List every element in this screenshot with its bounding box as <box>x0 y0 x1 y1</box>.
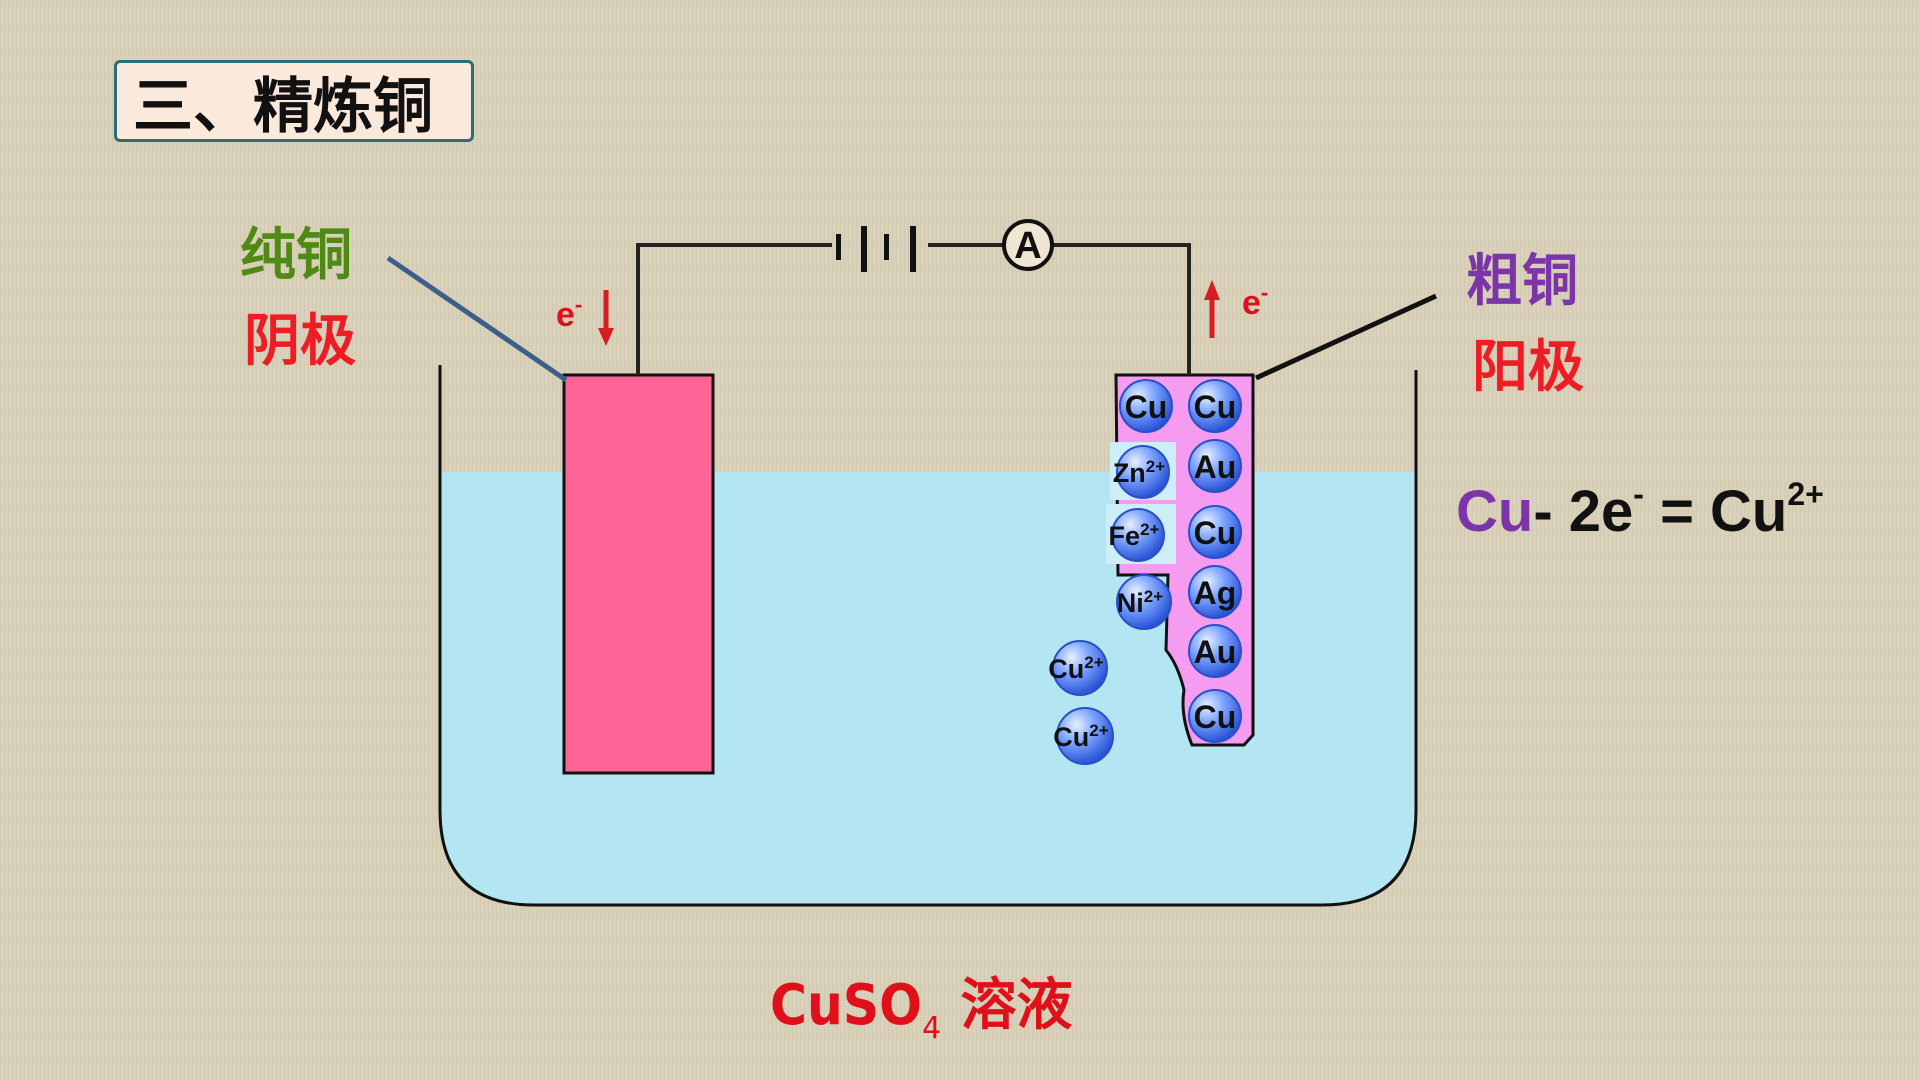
solution-formula-subscript: 4 <box>921 1011 942 1046</box>
svg-text:Zn2+: Zn2+ <box>1113 457 1165 488</box>
ion-sphere: Zn2+ <box>1110 442 1176 500</box>
ammeter-symbol: A <box>1014 225 1041 267</box>
equation-loss-charge: - <box>1633 476 1644 512</box>
atom-sphere: Au <box>1188 624 1242 678</box>
atom-sphere: Au <box>1188 439 1242 493</box>
solution-name: 溶液 <box>960 973 1073 1038</box>
anode-material-label: 粗铜 <box>1466 249 1578 314</box>
svg-text:Cu: Cu <box>1194 699 1237 735</box>
anode-leader-line <box>1254 293 1438 381</box>
ion-sphere: Cu2+ <box>1053 707 1114 765</box>
equation-reactant: Cu <box>1456 479 1534 544</box>
solution-formula: CuSO <box>770 973 922 1038</box>
cathode-electrode <box>562 373 715 775</box>
svg-text:Cu: Cu <box>1194 515 1237 551</box>
svg-text:Fe2+: Fe2+ <box>1109 520 1160 551</box>
anode-half-equation: Cu- 2e- = Cu2+ <box>1456 476 1824 545</box>
svg-text:Au: Au <box>1194 634 1237 670</box>
ion-sphere: Cu2+ <box>1048 640 1108 696</box>
cathode-material-label: 纯铜 <box>240 223 352 288</box>
atom-sphere: Cu <box>1188 505 1242 559</box>
electron-arrow-down-icon <box>598 290 614 346</box>
equation-loss: - 2e <box>1533 479 1634 544</box>
svg-text:Cu: Cu <box>1125 389 1168 425</box>
anode-atoms: Cu Cu Au Cu Ag Au Cu <box>1119 379 1242 743</box>
equation-product: = Cu <box>1660 479 1788 544</box>
anode-role-label: 阳极 <box>1472 335 1584 400</box>
atom-sphere: Ag <box>1188 565 1242 619</box>
electron-label-right: e- <box>1242 280 1268 322</box>
ammeter-icon <box>1002 219 1054 271</box>
wire-right <box>1050 243 1191 375</box>
svg-text:Cu: Cu <box>1194 389 1237 425</box>
ion-sphere: Ni2+ <box>1116 574 1172 630</box>
svg-text:Ni2+: Ni2+ <box>1117 587 1163 618</box>
svg-text:Cu2+: Cu2+ <box>1053 721 1108 752</box>
page-title: 三、精炼铜 <box>133 71 433 142</box>
cathode-leader-line <box>386 255 568 383</box>
wire-left <box>636 243 832 375</box>
tank-outline <box>438 365 1418 907</box>
atom-sphere: Cu <box>1188 689 1242 743</box>
atom-sphere: Cu <box>1188 379 1242 433</box>
title-box: 三、精炼铜 <box>114 60 474 142</box>
electron-arrow-up-icon <box>1204 280 1220 338</box>
atom-sphere: Cu <box>1119 379 1173 433</box>
svg-text:Cu2+: Cu2+ <box>1048 653 1103 684</box>
electron-label-left: e- <box>556 292 582 334</box>
equation-product-charge: 2+ <box>1787 476 1824 512</box>
svg-text:Au: Au <box>1194 449 1237 485</box>
battery-symbol <box>836 226 916 272</box>
svg-text:Ag: Ag <box>1194 575 1237 611</box>
ion-sphere: Fe2+ <box>1106 504 1176 564</box>
solution-label: CuSO4 溶液 <box>770 960 1073 1046</box>
dissolved-ions: Zn2+ Fe2+ Ni2+ Cu2+ Cu2+ <box>1048 442 1176 765</box>
cathode-role-label: 阴极 <box>244 309 356 374</box>
